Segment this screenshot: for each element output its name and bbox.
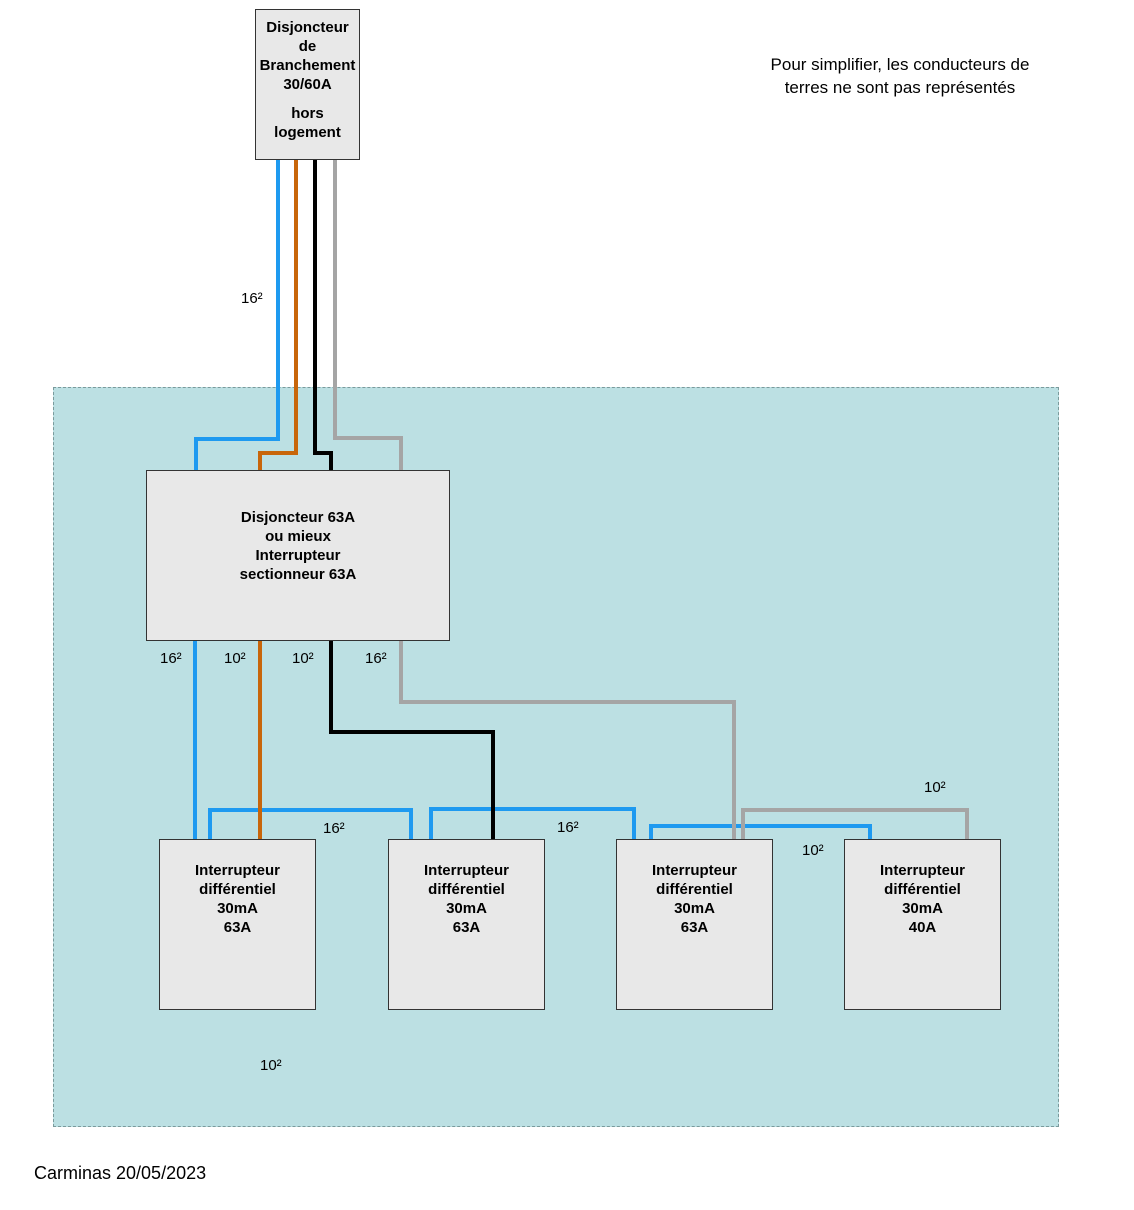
main-breaker-line-6: logement — [274, 124, 341, 141]
phase2-out-section-label: 10² — [292, 650, 314, 667]
supply-section-label: 16² — [241, 290, 263, 307]
neutral-supply-wire — [194, 160, 280, 470]
rcd-1-line-2: différentiel — [199, 881, 276, 898]
neutral-bridge-1-2 — [208, 808, 413, 839]
phase3-out-wire — [399, 641, 736, 839]
rcd-4-line-2: différentiel — [884, 881, 961, 898]
rcd-1-line-1: Interrupteur — [194, 862, 280, 879]
master-switch-line-3: Interrupteur — [255, 547, 341, 564]
rcd-box-3: Interrupteur différentiel 30mA 63A — [616, 839, 773, 1010]
rcd-1-line-4: 63A — [223, 919, 252, 936]
rcd-2-line-3: 30mA — [446, 900, 487, 917]
rcd-3-line-2: différentiel — [656, 881, 733, 898]
phase3-out-section-label: 16² — [365, 650, 387, 667]
master-switch-line-4: sectionneur 63A — [239, 566, 357, 583]
rcd-4-line-1: Interrupteur — [879, 862, 965, 879]
neutral-bridge-3-4 — [649, 824, 872, 839]
rcd-2-line-1: Interrupteur — [423, 862, 509, 879]
rcd-2-line-4: 63A — [452, 919, 481, 936]
neutral-bridge-2-3 — [429, 807, 636, 839]
bridge-3-4-section-label: 10² — [802, 842, 824, 859]
author-credit: Carminas 20/05/2023 — [34, 1163, 207, 1183]
note-line-2: terres ne sont pas représentés — [784, 78, 1016, 97]
note-line-1: Pour simplifier, les conducteurs de — [770, 55, 1030, 74]
bridge-2-3-section-label: 16² — [557, 819, 579, 836]
phase1-out-section-label: 10² — [224, 650, 246, 667]
main-breaker-line-1: Disjoncteur — [266, 19, 349, 36]
simplification-note: Pour simplifier, les conducteurs de terr… — [740, 53, 1060, 99]
neutral-out-section-label: 16² — [160, 650, 182, 667]
rcd-4-line-4: 40A — [908, 919, 937, 936]
bottom-section-label: 10² — [260, 1057, 282, 1074]
main-breaker-line-4: 30/60A — [283, 76, 332, 93]
main-breaker-box: Disjoncteur de Branchement 30/60A hors l… — [255, 9, 360, 160]
master-switch-line-1: Disjoncteur 63A — [240, 509, 356, 526]
main-breaker-line-3: Branchement — [259, 57, 356, 74]
rcd-3-line-3: 30mA — [674, 900, 715, 917]
rcd-box-2: Interrupteur différentiel 30mA 63A — [388, 839, 545, 1010]
master-switch-line-2: ou mieux — [265, 528, 331, 545]
master-switch-box: Disjoncteur 63A ou mieux Interrupteur se… — [146, 470, 450, 641]
phase2-supply-wire — [313, 160, 333, 470]
rcd-1-line-3: 30mA — [217, 900, 258, 917]
phase1-supply-wire — [258, 160, 298, 470]
main-breaker-line-2: de — [298, 38, 317, 55]
rcd-4-line-3: 30mA — [902, 900, 943, 917]
grey-bridge-section-label: 10² — [924, 779, 946, 796]
rcd-3-line-4: 63A — [680, 919, 709, 936]
rcd-box-1: Interrupteur différentiel 30mA 63A — [159, 839, 316, 1010]
phase3-supply-wire — [333, 160, 403, 470]
main-breaker-line-5: hors — [291, 105, 324, 122]
rcd-box-4: Interrupteur différentiel 30mA 40A — [844, 839, 1001, 1010]
phase3-bridge-3-4 — [741, 808, 969, 839]
bridge-1-2-section-label: 16² — [323, 820, 345, 837]
rcd-3-line-1: Interrupteur — [651, 862, 737, 879]
phase2-out-wire — [329, 641, 495, 839]
rcd-2-line-2: différentiel — [428, 881, 505, 898]
